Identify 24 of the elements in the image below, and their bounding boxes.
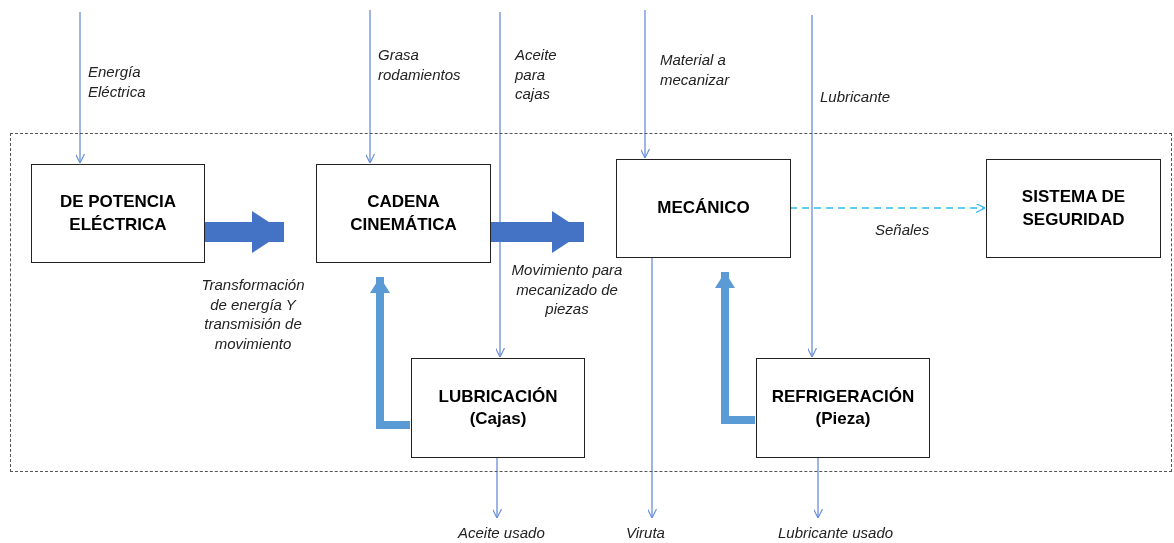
box-label: SISTEMA DE SEGURIDAD <box>1020 186 1127 231</box>
dashed-arrow <box>789 202 986 214</box>
process-box <box>986 159 1161 258</box>
arrow <box>494 11 506 358</box>
box-label: REFRIGERACIÓN (Pieza) <box>770 385 916 430</box>
box-label: LUBRICACIÓN (Cajas) <box>437 385 559 430</box>
arrow <box>806 14 818 358</box>
block-arrow <box>490 211 584 253</box>
arrow <box>646 256 658 519</box>
process-box <box>316 164 491 263</box>
process-box <box>31 164 205 263</box>
arrow <box>639 9 651 159</box>
arrow <box>364 9 376 164</box>
process-box <box>411 358 585 458</box>
arrow <box>491 456 503 519</box>
box-label: MECÁNICO <box>656 197 751 220</box>
block-arrow <box>204 211 284 253</box>
process-box <box>756 358 930 458</box>
box-label: DE POTENCIA ELÉCTRICA <box>58 191 178 236</box>
process-box <box>616 159 791 258</box>
arrow <box>812 456 824 519</box>
box-label: CADENA CINEMÁTICA <box>349 191 458 236</box>
boundary-frame <box>10 133 1172 472</box>
arrow <box>74 11 86 164</box>
